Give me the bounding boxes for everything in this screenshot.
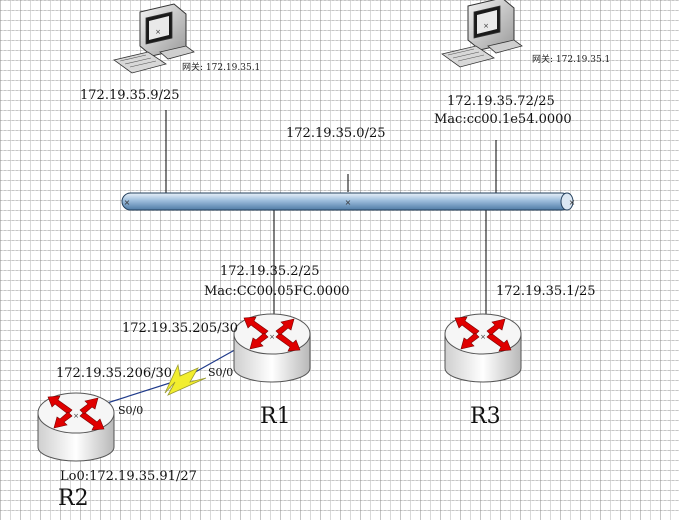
pc1-gateway-label: 网关: 172.19.35.1 — [182, 63, 261, 73]
r1-serial-ip-label: 172.19.35.205/30 — [122, 321, 239, 336]
serial-link-icon — [103, 346, 241, 405]
r2-serial-port-label: S0/0 — [118, 404, 144, 417]
pc2-gateway-label: 网关: 172.19.35.1 — [532, 55, 611, 65]
ethernet-bus-icon: × × × — [121, 192, 576, 211]
r2-name-label: R2 — [58, 486, 89, 511]
svg-text:×: × — [569, 198, 576, 207]
r1-serial-port-label: S0/0 — [208, 366, 234, 379]
lan-network-label: 172.19.35.0/25 — [286, 126, 386, 141]
svg-text:×: × — [124, 198, 131, 207]
pc2-ip-label: 172.19.35.72/25 — [447, 94, 555, 109]
r3-name-label: R3 — [470, 404, 501, 429]
router-icon[interactable] — [37, 392, 115, 462]
r2-serial-ip-label: 172.19.35.206/30 — [56, 366, 173, 381]
r2-loopback-label: Lo0:172.19.35.91/27 — [60, 469, 197, 484]
r1-lan-ip-label: 172.19.35.2/25 — [220, 264, 320, 279]
pc1-ip-label: 172.19.35.9/25 — [80, 88, 180, 103]
router-icon[interactable] — [444, 313, 522, 383]
svg-text:×: × — [345, 198, 352, 207]
r1-name-label: R1 — [260, 404, 291, 429]
router-icon[interactable] — [233, 313, 311, 383]
pc-icon[interactable] — [441, 0, 523, 68]
r1-mac-label: Mac:CC00.05FC.0000 — [204, 284, 350, 299]
pc2-mac-label: Mac:cc00.1e54.0000 — [434, 112, 572, 127]
r3-lan-ip-label: 172.19.35.1/25 — [496, 284, 596, 299]
